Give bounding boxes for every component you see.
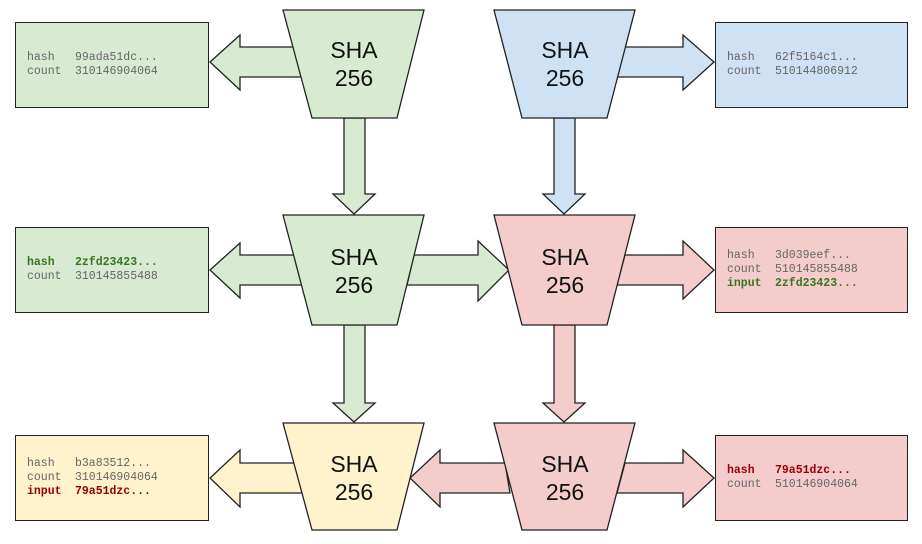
- arrow-bottom-right-to-box: [616, 448, 715, 509]
- count-value: 310145855488: [75, 270, 158, 283]
- arrow-top-left-down: [331, 117, 377, 215]
- output-box-mid-left: hash 2zfd23423... count 310145855488: [15, 227, 209, 313]
- count-label: count: [727, 65, 762, 78]
- count-line: count 510146904064: [727, 478, 907, 492]
- sha-label-line1: SHA: [330, 37, 378, 63]
- input-line: input 79a51dzc...: [27, 485, 208, 499]
- count-label: count: [27, 65, 62, 78]
- count-line: count 510144806912: [727, 65, 907, 79]
- output-box-bottom-right: hash 79a51dzc... count 510146904064: [715, 435, 908, 521]
- arrow-mid-right-down: [541, 324, 587, 423]
- count-value: 310146904064: [75, 65, 158, 78]
- sha-label-line1: SHA: [541, 451, 589, 477]
- hash-line: hash 2zfd23423...: [27, 256, 208, 270]
- arrow-mid-left-to-mid-right: [406, 239, 510, 303]
- arrow-bottom-right-to-bottom-left: [409, 448, 511, 509]
- output-box-bottom-left: hash b3a83512... count 310146904064 input 7…: [15, 435, 209, 521]
- hash-value: b3a83512...: [75, 457, 151, 470]
- count-value: 510144806912: [775, 65, 858, 78]
- arrow-bottom-left-to-box: [209, 448, 307, 509]
- hash-label: hash: [727, 51, 755, 64]
- hash-line: hash 62f5164c1...: [727, 51, 907, 65]
- hash-line: hash 3d039eef...: [727, 249, 907, 263]
- sha-label-top-right: SHA 256: [515, 36, 615, 92]
- hash-value: 3d039eef...: [775, 249, 851, 262]
- hash-label: hash: [727, 464, 755, 477]
- sha256-block-mid-left: [282, 214, 425, 326]
- hash-value: 62f5164c1...: [775, 51, 858, 64]
- count-label: count: [27, 471, 62, 484]
- sha-label-line2: 256: [545, 479, 585, 505]
- hash-line: hash b3a83512...: [27, 457, 208, 471]
- hash-line: hash 99ada51dc...: [27, 51, 208, 65]
- count-label: count: [27, 270, 62, 283]
- sha-label-line1: SHA: [330, 244, 378, 270]
- sha-label-top-left: SHA 256: [304, 36, 404, 92]
- hash-value: 99ada51dc...: [75, 51, 158, 64]
- count-line: count 310146904064: [27, 471, 208, 485]
- sha-label-mid-left: SHA 256: [304, 243, 404, 299]
- sha-label-line1: SHA: [541, 37, 589, 63]
- input-label: input: [27, 485, 62, 498]
- input-value: 79a51dzc...: [75, 485, 151, 498]
- hash-value: 2zfd23423...: [75, 256, 158, 269]
- sha-label-line1: SHA: [330, 451, 378, 477]
- sha-label-line2: 256: [334, 479, 374, 505]
- hash-label: hash: [27, 256, 55, 269]
- count-value: 510145855488: [775, 263, 858, 276]
- arrow-top-left-to-box: [209, 33, 307, 92]
- arrow-mid-left-to-box: [209, 241, 307, 300]
- sha256-block-top-left: [282, 9, 425, 119]
- sha-label-mid-right: SHA 256: [515, 243, 615, 299]
- hash-label: hash: [27, 51, 55, 64]
- sha256-block-bottom-left: [282, 422, 425, 531]
- sha-label-bottom-right: SHA 256: [515, 450, 615, 506]
- sha256-block-mid-right: [493, 214, 636, 326]
- sha-label-line2: 256: [334, 272, 374, 298]
- output-box-top-right: hash 62f5164c1... count 510144806912: [715, 22, 908, 108]
- input-line: input 2zfd23423...: [727, 277, 907, 291]
- sha-label-line2: 256: [545, 65, 585, 91]
- hash-value: 79a51dzc...: [775, 464, 851, 477]
- arrow-top-right-down: [541, 117, 587, 215]
- count-line: count 510145855488: [727, 263, 907, 277]
- sha-label-bottom-left: SHA 256: [304, 450, 404, 506]
- count-label: count: [727, 478, 762, 491]
- hash-label: hash: [727, 249, 755, 262]
- count-value: 310146904064: [75, 471, 158, 484]
- sha-label-line2: 256: [545, 272, 585, 298]
- sha-label-line1: SHA: [541, 244, 589, 270]
- sha-label-line2: 256: [334, 65, 374, 91]
- count-value: 510146904064: [775, 478, 858, 491]
- count-line: count 310146904064: [27, 65, 208, 79]
- input-value: 2zfd23423...: [775, 277, 858, 290]
- arrow-mid-right-to-box: [616, 239, 715, 301]
- output-box-mid-right: hash 3d039eef... count 510145855488 input 2…: [715, 227, 908, 313]
- output-box-top-left: hash 99ada51dc... count 310146904064: [15, 22, 209, 108]
- sha256-block-bottom-right: [493, 422, 636, 531]
- sha256-block-top-right: [493, 9, 636, 119]
- count-line: count 310145855488: [27, 270, 208, 284]
- hash-label: hash: [27, 457, 55, 470]
- arrow-top-right-to-box: [616, 33, 715, 92]
- hash-line: hash 79a51dzc...: [727, 464, 907, 478]
- input-label: input: [727, 277, 762, 290]
- count-label: count: [727, 263, 762, 276]
- arrow-mid-left-down: [331, 324, 377, 423]
